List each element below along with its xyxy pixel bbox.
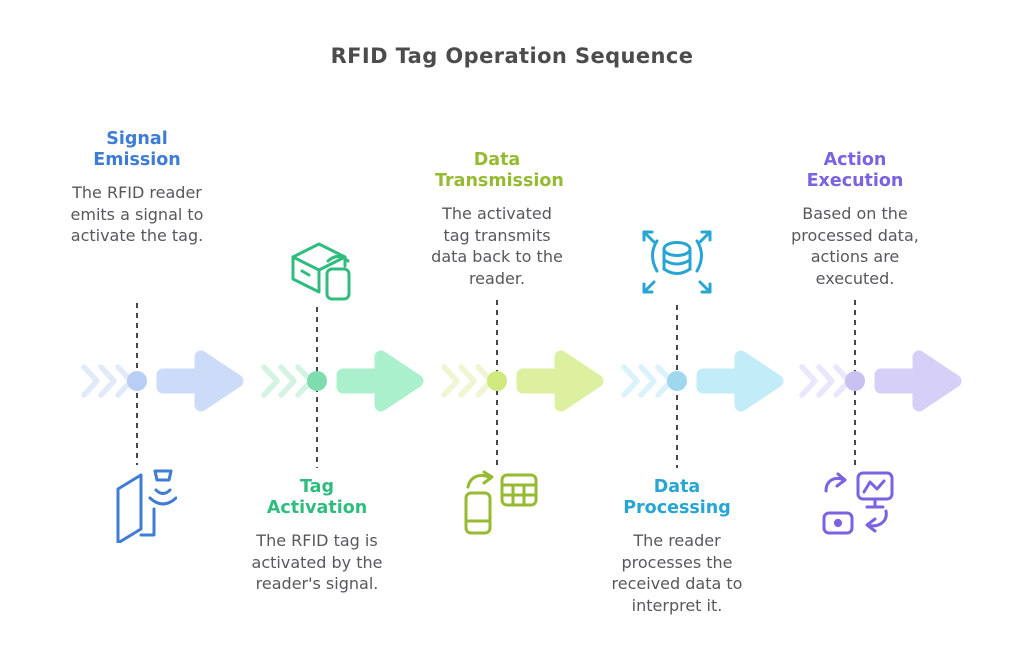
step-label-data-transmission: Data Transmission bbox=[435, 150, 564, 191]
timeline-arrow bbox=[156, 350, 244, 412]
timeline-arrow bbox=[874, 350, 962, 412]
timeline-dot bbox=[307, 371, 327, 391]
timeline-dot bbox=[845, 371, 865, 391]
timeline-arrow bbox=[696, 350, 784, 412]
timeline-arrow bbox=[336, 350, 424, 412]
step-label-data-processing: Data Processing bbox=[623, 477, 731, 518]
step-description-tag-activation: The RFID tag is activated by the reader'… bbox=[251, 531, 383, 593]
timeline-dot bbox=[667, 371, 687, 391]
timeline-dot bbox=[487, 371, 507, 391]
rfid-reader-icon bbox=[116, 469, 177, 543]
box-tag-icon bbox=[291, 242, 351, 301]
database-arrows-icon bbox=[642, 230, 712, 294]
timeline-arrow bbox=[516, 350, 604, 412]
step-description-action-execution: Based on the processed data, actions are… bbox=[791, 204, 919, 288]
step-description-data-processing: The reader processes the received data t… bbox=[611, 531, 743, 615]
page-title: RFID Tag Operation Sequence bbox=[330, 44, 694, 68]
step-label-action-execution: Action Execution bbox=[806, 150, 904, 191]
monitor-actions-icon bbox=[822, 471, 894, 535]
phone-table-icon bbox=[464, 470, 538, 535]
step-description-data-transmission: The activated tag transmits data back to… bbox=[431, 204, 563, 288]
step-label-signal-emission: Signal Emission bbox=[93, 129, 181, 170]
timeline-dot bbox=[127, 371, 147, 391]
step-description-signal-emission: The RFID reader emits a signal to activa… bbox=[70, 183, 204, 245]
step-label-tag-activation: Tag Activation bbox=[266, 477, 368, 518]
